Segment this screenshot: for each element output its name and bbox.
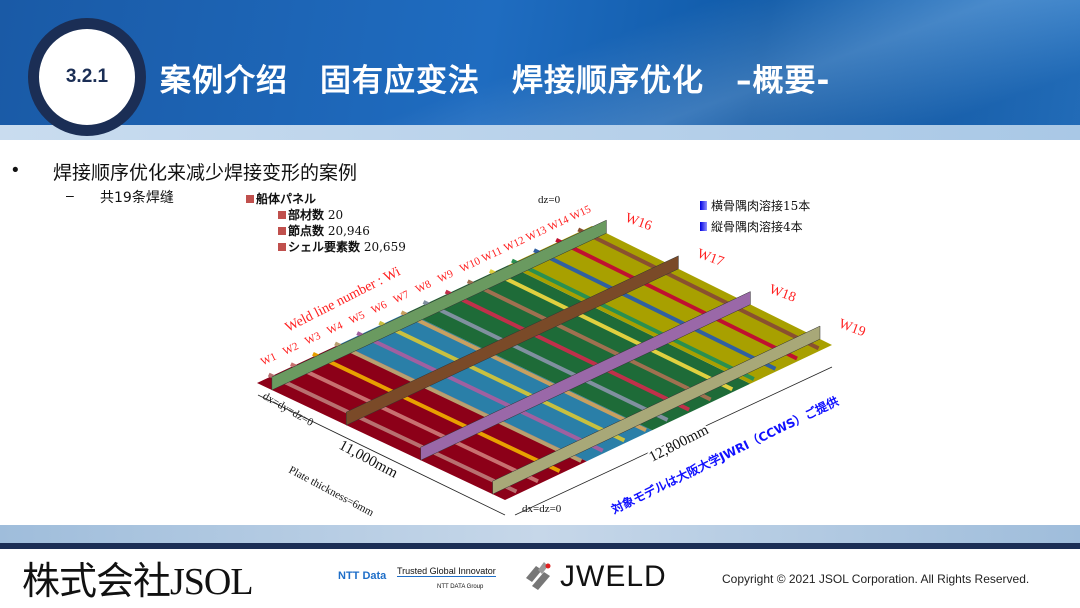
- stat-elements: シェル要素数 20,659: [278, 238, 406, 255]
- sub-bullet-text: 共19条焊缝: [100, 190, 174, 206]
- copyright: Copyright © 2021 JSOL Corporation. All R…: [722, 572, 1030, 586]
- transverse-stiffener: [466, 279, 712, 402]
- longitudinal-girder: [346, 255, 679, 426]
- weld-label-W12: W12: [502, 234, 526, 254]
- longitudinal-girder: [420, 291, 751, 461]
- weld-label-W11: W11: [480, 245, 504, 265]
- jweld-logo-icon: [526, 562, 551, 590]
- longitudinal-girder: [271, 219, 607, 391]
- weld-label-W9: W9: [436, 268, 456, 286]
- transverse-stiffener: [511, 258, 755, 381]
- transverse-stiffener: [555, 238, 798, 361]
- ntt-group: NTT DATA Group: [437, 584, 484, 590]
- transverse-stiffener: [422, 300, 669, 422]
- section-number: 3.2.1: [65, 66, 109, 87]
- weld-label-W8: W8: [414, 278, 434, 296]
- weld-label-W19: W19: [837, 317, 868, 340]
- header-banner: [0, 0, 1080, 125]
- slide-title: 案例介绍 固有应变法 焊接顺序优化 –概要-: [160, 63, 831, 99]
- plate-region: [257, 343, 587, 500]
- sub-bullet-dash: –: [66, 187, 74, 203]
- jsol-logo: 株式会社JSOL: [22, 561, 254, 603]
- transverse-stiffener: [444, 289, 690, 412]
- plate-region: [407, 265, 751, 431]
- transverse-stiffener: [267, 372, 518, 494]
- header-subbar: [0, 125, 1080, 140]
- weld-label-W15: W15: [568, 203, 593, 223]
- bc-top: dz=0: [538, 194, 561, 206]
- weld-label-W7: W7: [392, 288, 412, 306]
- transverse-stiffener: [334, 341, 583, 463]
- longitudinal-girder: [492, 325, 821, 495]
- plate-region: [508, 226, 832, 384]
- weld-label-W18: W18: [767, 282, 798, 305]
- weld-label-W13: W13: [524, 224, 549, 244]
- transverse-stiffener: [312, 351, 561, 473]
- stat-nodes: 節点数 20,946: [278, 222, 370, 239]
- transverse-stiffener: [400, 310, 647, 432]
- weld-label-W3: W3: [303, 330, 323, 348]
- transverse-stiffener: [533, 248, 777, 371]
- footer-band: [0, 525, 1080, 545]
- legend-longitudinal: 縦骨隅肉溶接4本: [700, 218, 803, 235]
- transverse-stiffener: [488, 269, 734, 392]
- weld-label-W16: W16: [623, 211, 654, 234]
- transverse-stiffener: [577, 227, 820, 351]
- panel-title: 船体パネル: [246, 190, 316, 207]
- stat-members: 部材数 20: [278, 206, 343, 223]
- weld-label-W5: W5: [347, 309, 367, 327]
- section-badge: 3.2.1: [28, 18, 146, 136]
- ntt-tagline: Trusted Global Innovator: [397, 566, 496, 577]
- dimension-line-length: [514, 366, 833, 516]
- weld-label-W17: W17: [695, 247, 726, 270]
- plate-thickness: Plate thickness=6mm: [287, 464, 376, 519]
- bullet-text: 焊接顺序优化来减少焊接变形的案例: [53, 162, 358, 184]
- footer-line: [0, 543, 1080, 549]
- jweld-logo: JWELD: [560, 560, 667, 593]
- weld-label-W6: W6: [369, 299, 389, 317]
- dimension-line-width: [257, 394, 506, 516]
- legend-transverse: 横骨隅肉溶接15本: [700, 197, 810, 214]
- weld-label-W2: W2: [281, 340, 300, 358]
- transverse-stiffener: [289, 362, 539, 484]
- ntt-data-logo: NTT Data: [338, 570, 387, 582]
- weld-label-W4: W4: [325, 319, 345, 337]
- transverse-stiffener: [356, 331, 604, 453]
- weld-label-W10: W10: [458, 255, 483, 275]
- weld-label-W14: W14: [546, 213, 571, 233]
- transverse-stiffener: [378, 320, 626, 443]
- bc-bottom: dx=dz=0: [522, 503, 562, 515]
- bullet-dot: •: [12, 160, 19, 181]
- weld-label-W1: W1: [259, 351, 278, 369]
- plate-region: [340, 312, 653, 462]
